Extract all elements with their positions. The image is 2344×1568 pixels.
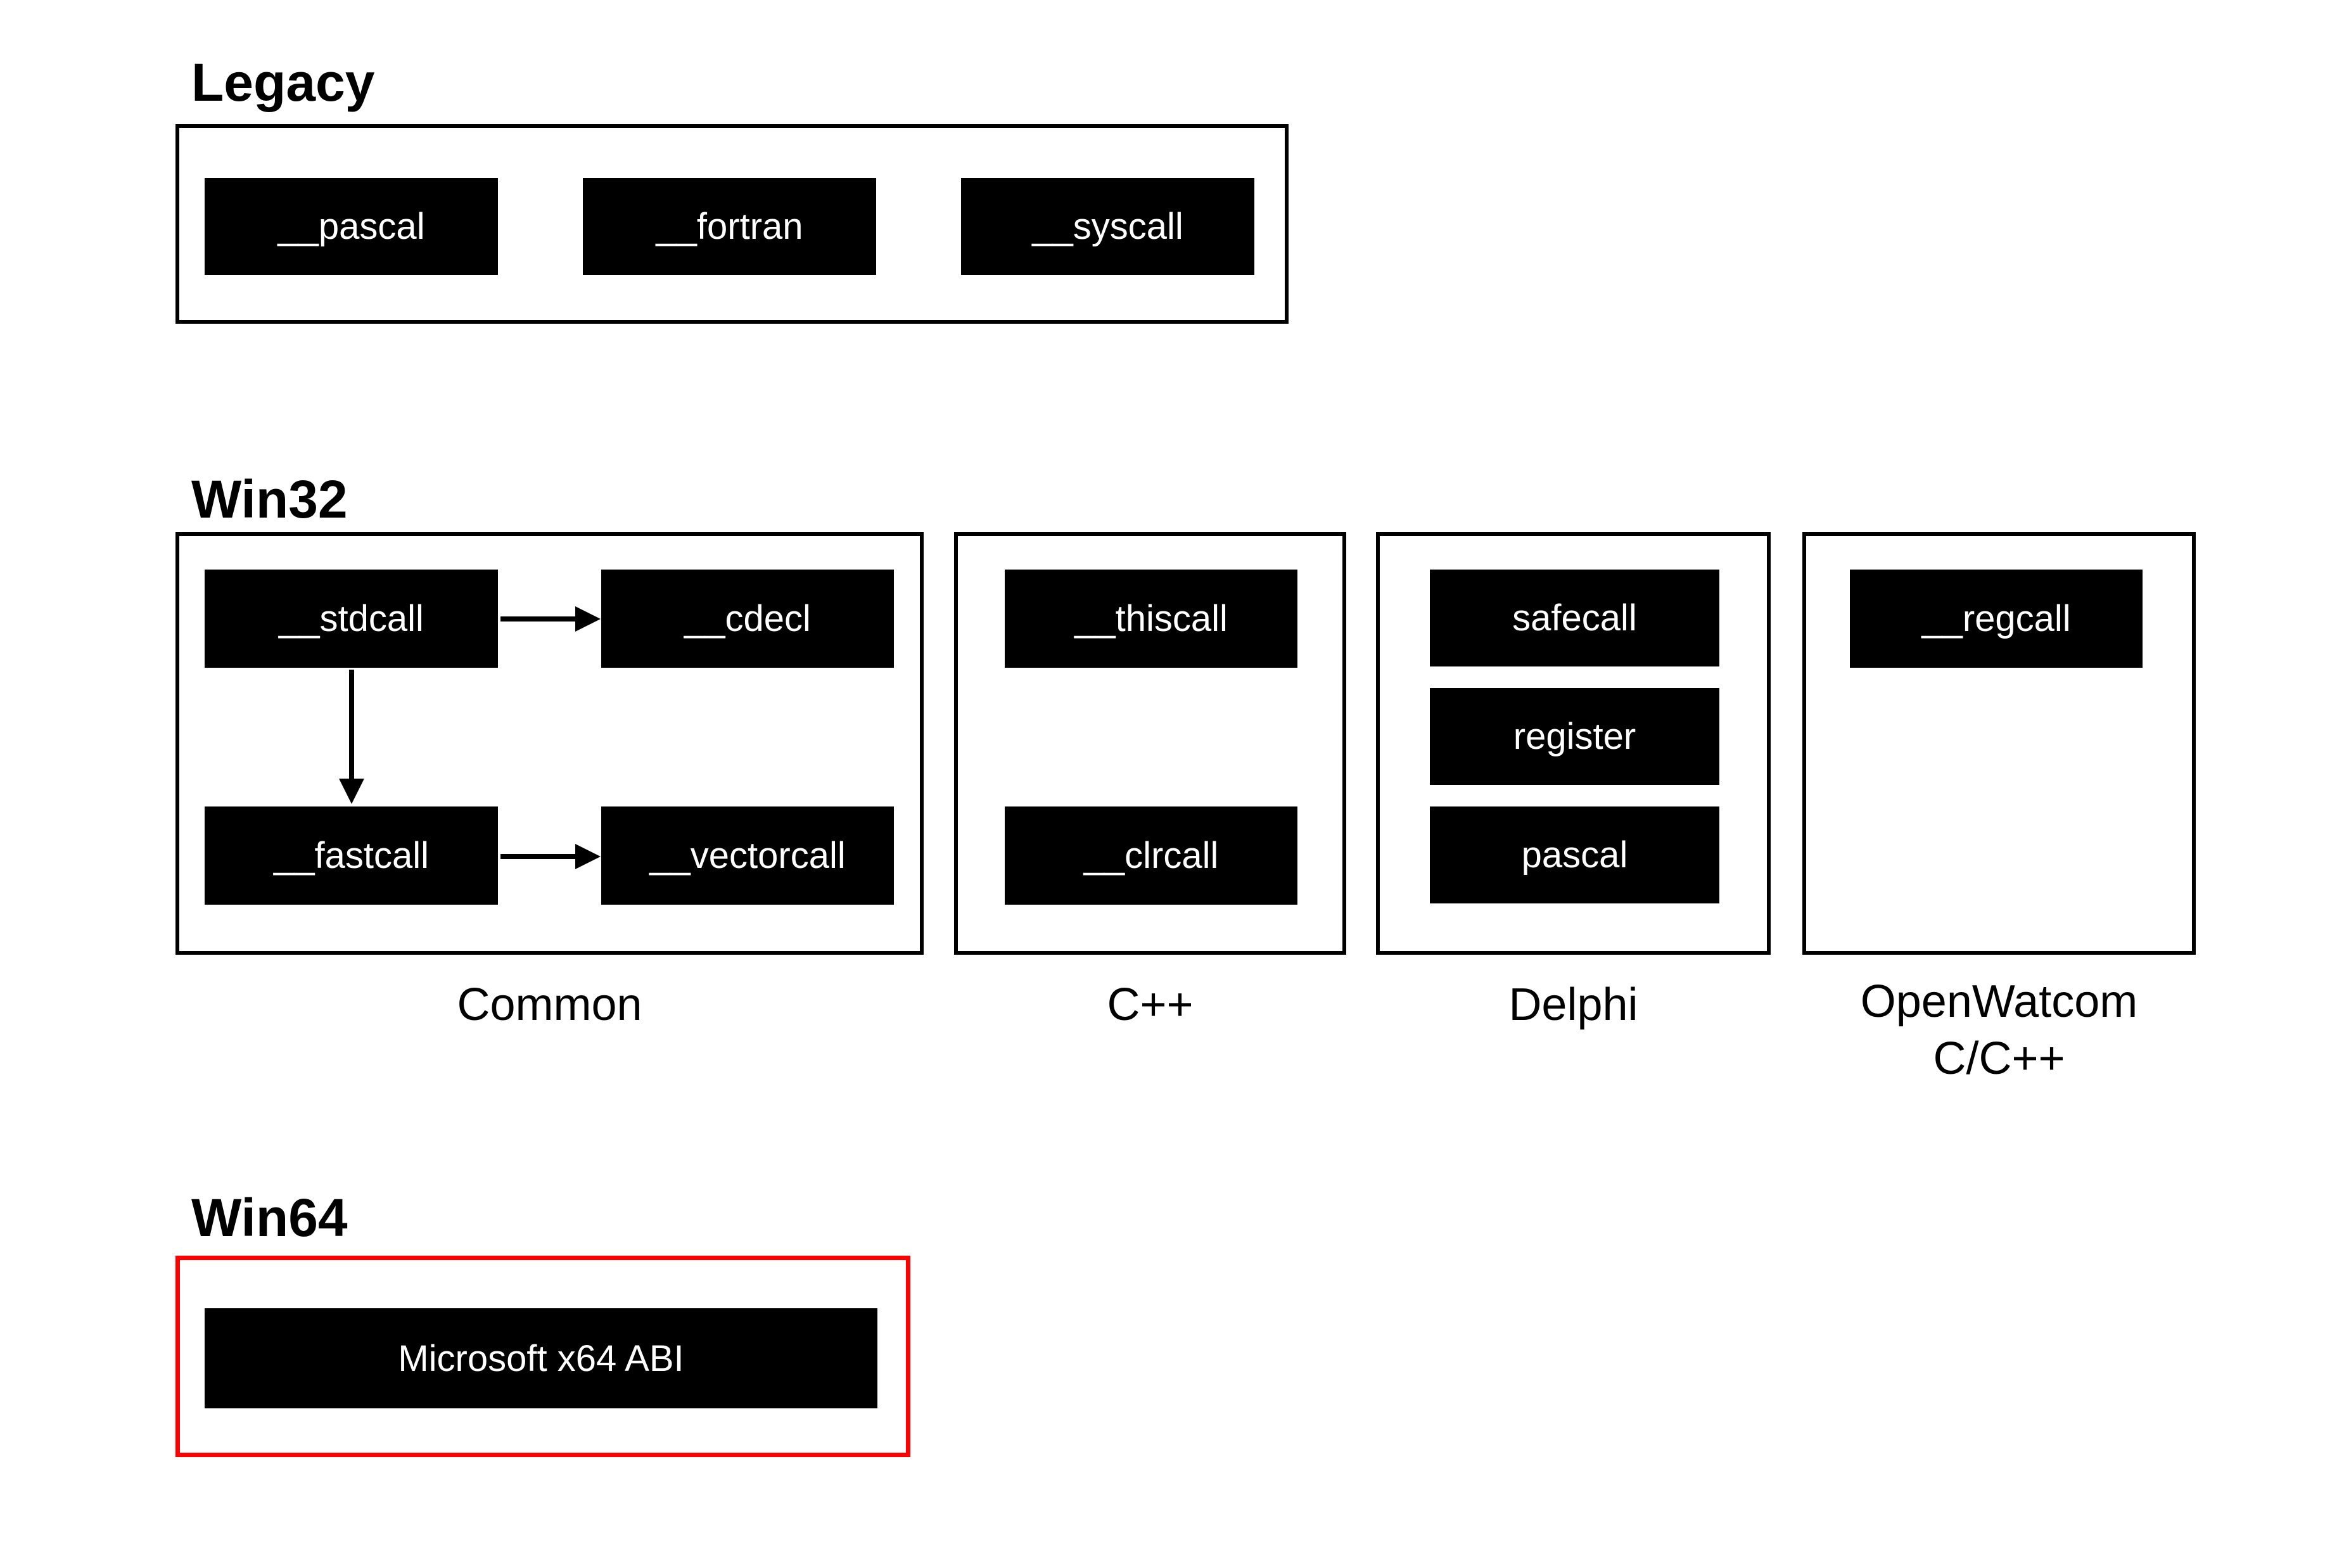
group-label-cpp: C++: [1107, 979, 1194, 1030]
node-clrcall: __clrcall: [1005, 806, 1297, 905]
node-safecall: safecall: [1430, 570, 1719, 666]
node-stdcall: __stdcall: [205, 570, 498, 668]
node-microsoft-x64-abi: Microsoft x64 ABI: [205, 1308, 877, 1408]
group-label-common: Common: [457, 979, 642, 1030]
node-register: register: [1430, 688, 1719, 785]
group-label-openwatcom: OpenWatcom C/C++: [1802, 973, 2196, 1087]
node-pascal-legacy: __pascal: [205, 178, 498, 275]
group-label-openwatcom-line1: OpenWatcom: [1860, 976, 2138, 1027]
node-fastcall: __fastcall: [205, 806, 498, 905]
node-vectorcall: __vectorcall: [601, 806, 894, 905]
section-title-legacy: Legacy: [191, 53, 375, 112]
node-pascal-delphi: pascal: [1430, 806, 1719, 903]
node-fortran: __fortran: [583, 178, 876, 275]
group-label-openwatcom-line2: C/C++: [1933, 1033, 2065, 1084]
group-label-delphi: Delphi: [1508, 979, 1638, 1030]
node-cdecl: __cdecl: [601, 570, 894, 668]
section-title-win32: Win32: [191, 469, 348, 529]
node-regcall: __regcall: [1850, 570, 2143, 668]
node-syscall: __syscall: [961, 178, 1254, 275]
section-title-win64: Win64: [191, 1188, 348, 1247]
node-thiscall: __thiscall: [1005, 570, 1297, 668]
